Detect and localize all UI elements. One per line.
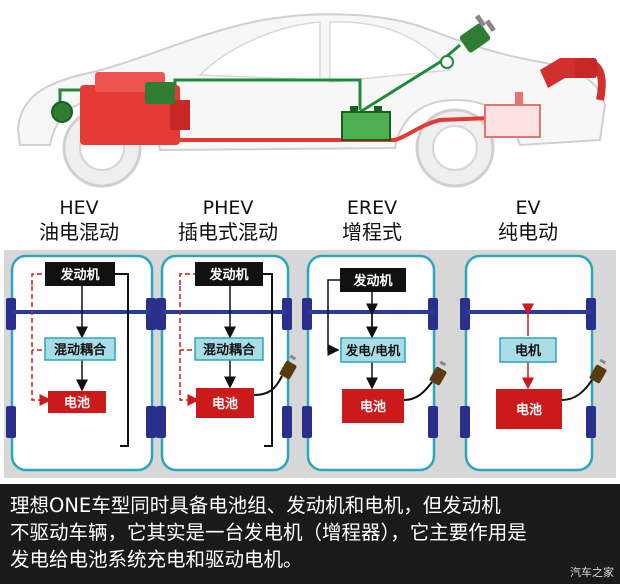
fuel-nozzle-icon [540, 57, 606, 101]
caption-line-1: 理想ONE车型同时具备电池组、发动机和电机，但发动机 [10, 494, 501, 517]
ev-motor-box [499, 337, 557, 363]
phev-battery-label: 电池 [212, 396, 238, 412]
caption-panel: 理想ONE车型同时具备电池组、发动机和电机，但发动机 不驱动车辆，它其实是一台发… [0, 484, 620, 584]
ev-wheel-rr [586, 406, 596, 438]
diagram-erev: 发动机 发电/电机 电池 [302, 254, 447, 472]
hev-hybrid-box [44, 337, 116, 361]
car-window-front [198, 21, 321, 81]
hev-wheel-rr [146, 406, 156, 438]
phev-engine-label: 发动机 [208, 267, 248, 283]
fuel-tank-icon [484, 92, 541, 138]
erev-battery-label: 电池 [360, 399, 386, 415]
vehicle-type-labels: HEV 油电混动 PHEV 插电式混动 EREV 增程式 EV 纯电动 [0, 195, 620, 250]
hev-hybrid-label: 混动耦合 [54, 342, 107, 358]
erev-wheel-rl [302, 406, 312, 438]
motor-icon [145, 82, 175, 104]
battery-icon [341, 106, 391, 141]
watermark: 汽车之家 [570, 566, 614, 579]
hev-wheel-fl [6, 298, 16, 330]
hev-wheel-rl [6, 406, 16, 438]
phev-wheel-fl [156, 298, 166, 330]
phev-engine-box [195, 262, 263, 286]
rear-wheel [415, 108, 495, 188]
erev-wheel-fl [302, 298, 312, 330]
hev-engine-box [45, 262, 115, 286]
erev-wheel-rr [428, 406, 438, 438]
erev-charge-cable [403, 381, 433, 401]
label-erev-en: EREV [346, 197, 398, 219]
phev-hybrid-label: 混动耦合 [203, 342, 256, 358]
ev-battery-box [496, 389, 562, 429]
label-ev-cn: 纯电动 [498, 220, 558, 244]
ev-wheel-rl [460, 406, 470, 438]
hev-wheel-fr [146, 298, 156, 330]
label-phev-en: PHEV [202, 197, 254, 219]
gear-icon [51, 101, 73, 123]
label-hev-cn: 油电混动 [39, 220, 119, 244]
phev-frame [160, 254, 290, 472]
hev-battery-box [48, 391, 106, 413]
label-ev: EV 纯电动 [453, 197, 603, 245]
charging-plug-icon [440, 14, 496, 69]
ev-plug-icon [589, 358, 607, 384]
erev-battery-box [342, 389, 404, 423]
erev-engine-label: 发动机 [352, 273, 392, 289]
label-phev: PHEV 插电式混动 [153, 197, 303, 245]
ev-motor-label: 电机 [515, 343, 541, 359]
phev-wheel-rr [282, 406, 292, 438]
car-illustration [16, 13, 607, 188]
erev-plug-icon [429, 360, 447, 386]
label-erev: EREV 增程式 [297, 197, 447, 245]
hev-battery-label: 电池 [64, 395, 90, 411]
diagram-phev: 发动机 混动耦合 电池 [156, 254, 297, 472]
ev-wheel-fl [460, 298, 470, 330]
phev-charge-cable [253, 375, 283, 396]
erev-genmotor-label: 发电/电机 [345, 343, 401, 358]
erev-genmotor-box [340, 337, 406, 363]
caption-line-2: 不驱动车辆，它其实是一台发电机（增程器），它主要作用是 [10, 521, 527, 544]
phev-plug-icon [279, 354, 297, 380]
car-window-rear [329, 21, 452, 83]
ev-frame [464, 254, 594, 472]
label-ev-en: EV [515, 197, 541, 219]
phev-hybrid-box [194, 337, 264, 361]
label-hev-en: HEV [59, 197, 99, 219]
power-line-red [180, 116, 491, 142]
ev-charge-cable [561, 379, 593, 401]
diagram-ev: 电机 电池 [460, 254, 607, 472]
label-hev: HEV 油电混动 [4, 197, 154, 245]
erev-engine-box [340, 268, 406, 292]
caption-line-3: 发电给电池系统充电和驱动电机。 [10, 548, 303, 571]
ev-battery-label: 电池 [516, 402, 542, 418]
phev-battery-box [196, 388, 254, 418]
label-phev-cn: 插电式混动 [178, 220, 278, 244]
phev-wheel-rl [156, 406, 166, 438]
drivetrain-diagrams: 发动机 混动耦合 电池 发动机 混动耦合 电池 [4, 250, 616, 478]
label-erev-cn: 增程式 [342, 220, 402, 244]
diagram-hev: 发动机 混动耦合 电池 [6, 254, 156, 472]
hev-engine-label: 发动机 [59, 267, 99, 283]
